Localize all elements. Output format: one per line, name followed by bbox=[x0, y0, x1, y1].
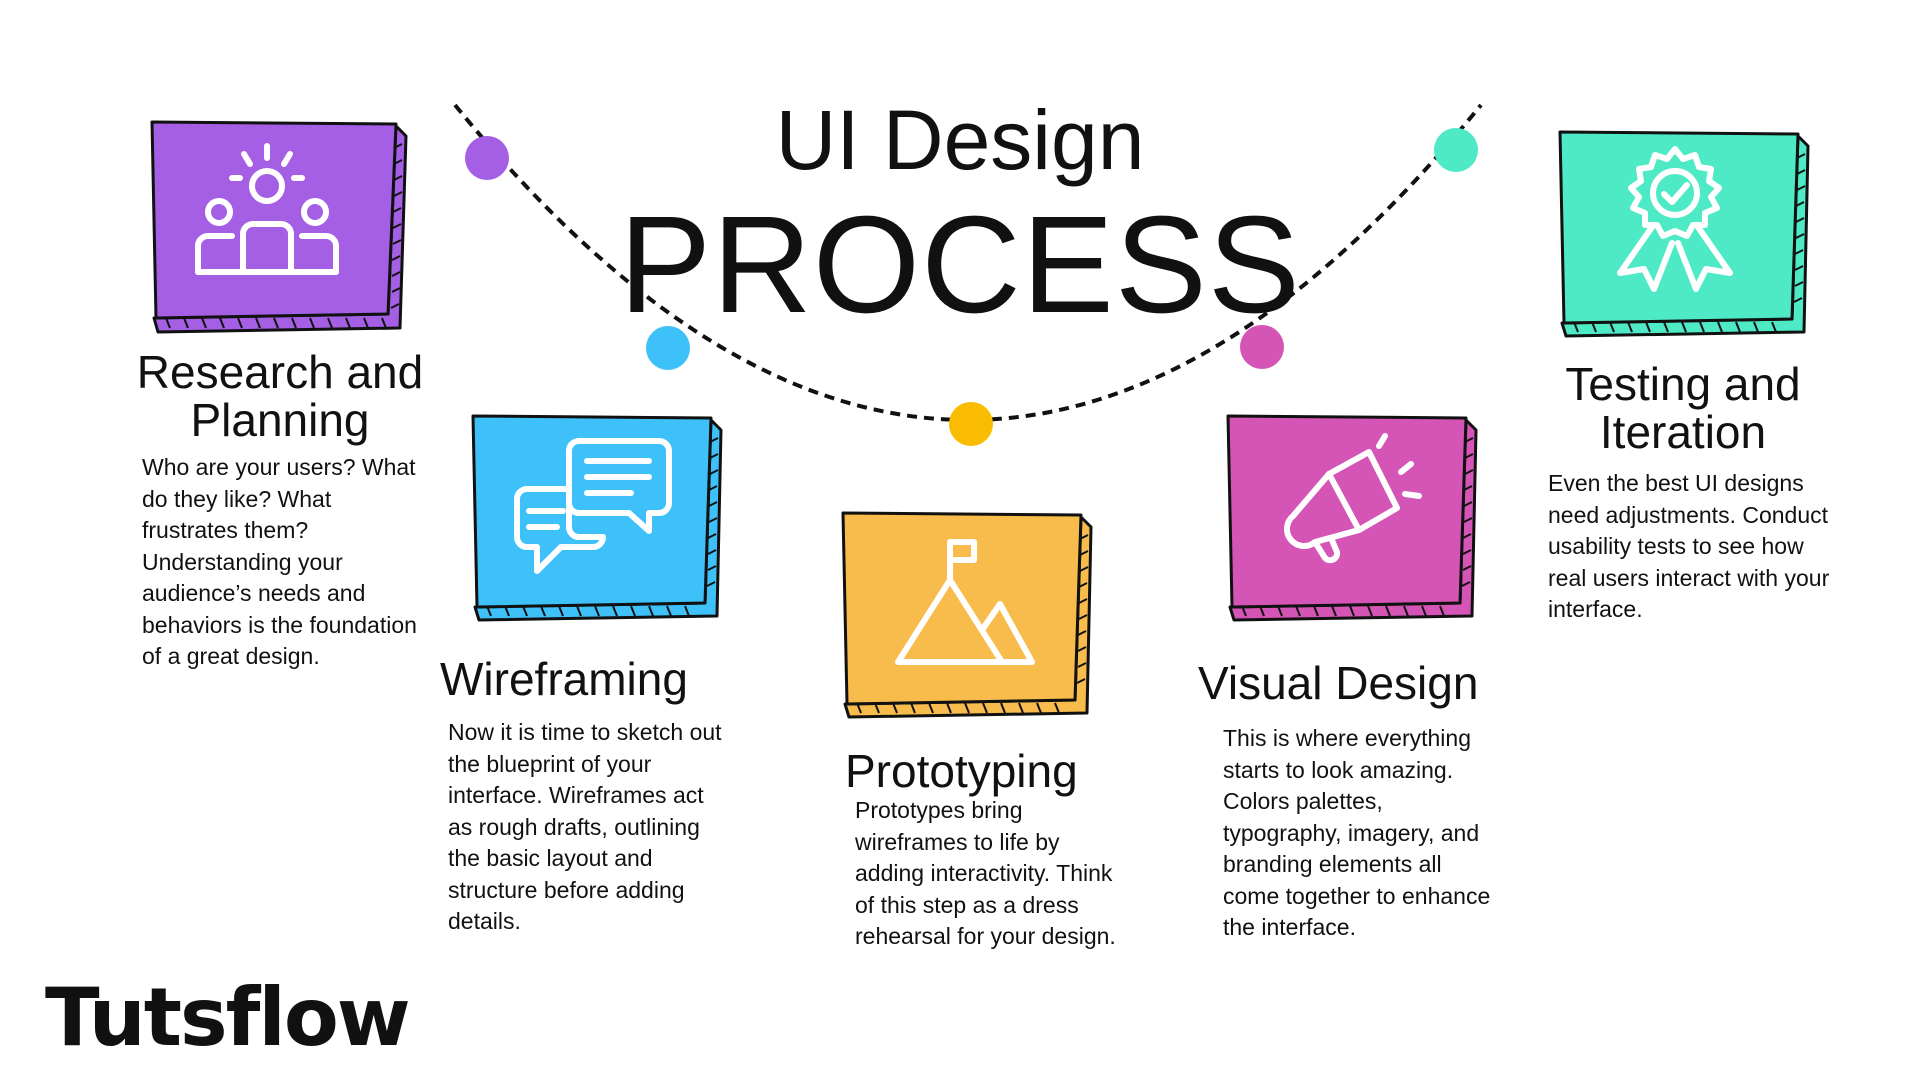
title-line-2: PROCESS bbox=[619, 188, 1301, 342]
award-badge-icon bbox=[1617, 146, 1733, 292]
users-icon bbox=[195, 143, 339, 275]
arc-dot-research bbox=[465, 136, 509, 180]
mountain-flag-icon bbox=[895, 539, 1035, 665]
arc-dot-testing bbox=[1434, 128, 1478, 172]
megaphone-icon bbox=[1284, 433, 1422, 564]
research-description: Who are your users? What do they like? W… bbox=[142, 454, 417, 669]
wireframing-title: Wireframing bbox=[440, 653, 688, 705]
testing-description: Even the best UI designs need adjustment… bbox=[1548, 470, 1830, 622]
wireframing-description: Now it is time to sketch out the bluepri… bbox=[448, 719, 722, 934]
dashed-arc-path bbox=[453, 103, 1483, 422]
visual-design-description: This is where everything starts to look … bbox=[1223, 725, 1491, 940]
prototyping-description: Prototypes bring wireframes to life by a… bbox=[855, 797, 1116, 949]
visual-design-title: Visual Design bbox=[1198, 657, 1479, 709]
testing-title: Testing and Iteration bbox=[1565, 358, 1801, 458]
arc-dot-wireframing bbox=[646, 326, 690, 370]
arc-dot-visual bbox=[1240, 325, 1284, 369]
chat-bubbles-icon bbox=[514, 438, 672, 574]
prototyping-title: Prototyping bbox=[845, 745, 1078, 797]
research-title: Research and Planning bbox=[136, 346, 424, 446]
arc-dot-prototyping bbox=[949, 402, 993, 446]
tutsflow-logo: Tutsflow bbox=[45, 971, 411, 1064]
title-line-1: UI Design bbox=[775, 93, 1145, 187]
